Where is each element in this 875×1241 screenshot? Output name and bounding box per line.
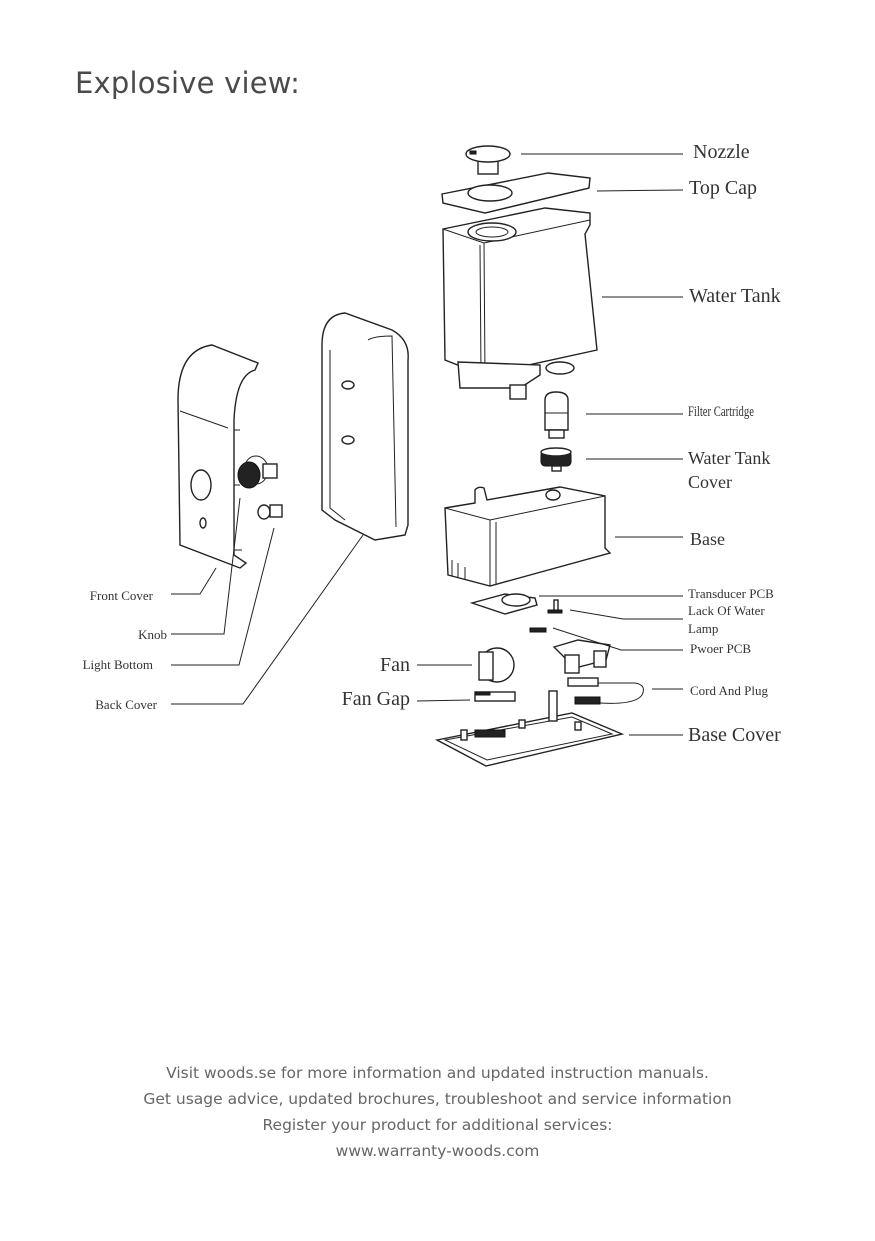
label-water-tank-cover-2: Cover [688,472,732,492]
label-transducer-pcb: Transducer PCB [688,586,774,601]
top-cap-part [441,172,591,214]
transducer-pcb-part [469,593,538,615]
nozzle-part [465,145,511,175]
footer-line-1: Visit woods.se for more information and … [166,1064,709,1082]
footer: Visit woods.se for more information and … [0,1060,875,1164]
label-cord-and-plug: Cord And Plug [690,683,769,698]
water-tank-cover-part [540,447,572,472]
fan-gap-part [474,691,516,702]
label-back-cover: Back Cover [95,697,157,712]
footer-line-3: Register your product for additional ser… [262,1116,613,1134]
leader-front-cover [171,567,217,595]
water-tank-part [442,207,598,400]
footer-line-4: www.warranty-woods.com [335,1142,540,1160]
label-lack-of-water-1: Lack Of Water [688,603,765,618]
knob-part [237,455,278,489]
label-top-cap: Top Cap [689,177,757,199]
leader-light-bottom [171,527,275,666]
leader-fan-gap [416,699,471,702]
base-cover-part [434,690,625,767]
front-cover-part [177,344,259,569]
lack-of-water-lamp-part [547,599,563,614]
leader-knob [171,497,241,635]
back-cover-part [321,312,409,541]
filter-cartridge-part [544,391,569,439]
light-bottom-part [257,504,283,520]
connector-part [529,627,547,633]
footer-line-2: Get usage advice, updated brochures, tro… [143,1090,732,1108]
leader-lack-of-water-lamp [569,609,683,620]
power-pcb-part [552,639,611,674]
label-knob: Knob [138,627,167,642]
label-water-tank: Water Tank [689,285,781,307]
cord-and-plug-part [567,677,644,705]
page-title: Explosive view: [75,66,301,100]
label-filter-cartridge: Filter Cartridge [688,402,754,419]
leader-power-pcb [552,627,683,651]
leader-top-cap [596,189,684,192]
label-base-cover: Base Cover [688,724,781,746]
leader-back-cover [171,534,364,705]
label-water-tank-cover-1: Water Tank [688,448,770,468]
label-nozzle: Nozzle [693,141,750,163]
label-fan-gap: Fan Gap [342,688,410,710]
base-part [444,486,612,587]
label-lack-of-water-2: Lamp [688,621,718,636]
label-power-pcb: Pwoer PCB [690,641,751,656]
label-front-cover: Front Cover [90,588,154,603]
label-fan: Fan [380,654,410,676]
label-base: Base [690,529,725,549]
fan-part [478,647,515,683]
label-light-bottom: Light Bottom [83,657,153,672]
